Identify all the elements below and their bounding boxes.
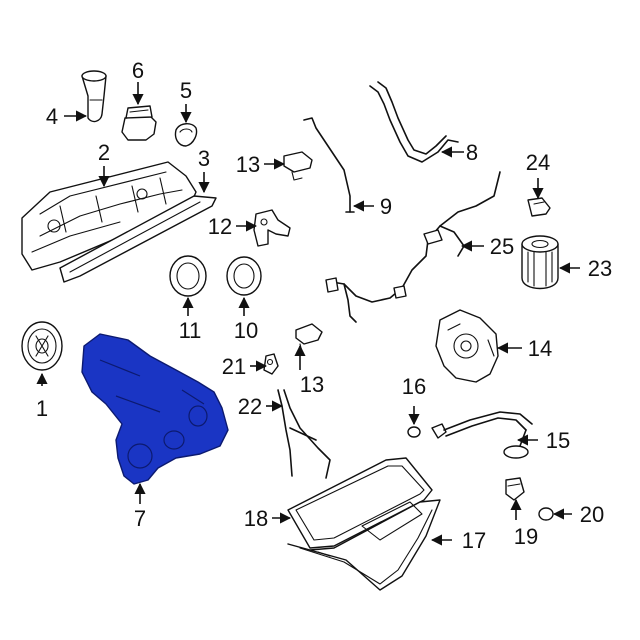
part-5-gasket[interactable] [174,123,198,147]
callout-20: 20 [580,502,604,527]
part-22-dipstick-tube[interactable] [277,389,331,479]
part-20-o-ring[interactable] [538,507,554,521]
part-2-valve-cover[interactable] [21,161,197,271]
part-1-crank-pulley[interactable] [21,321,63,371]
part-14-oil-pump[interactable] [435,309,499,383]
callout-21: 21 [222,354,246,379]
part-4-fill-tube[interactable] [81,70,107,123]
part-19-pressure-switch[interactable] [505,477,525,501]
callout-5: 5 [180,78,192,103]
part-10-seal[interactable] [226,256,262,296]
callout-18: 18 [244,506,268,531]
callout-3: 3 [198,146,210,171]
part-9-dipstick[interactable] [303,117,355,213]
callout-10: 10 [234,318,258,343]
part-25-wiring-harness[interactable] [325,171,501,323]
callout-labels: 1 2 3 4 5 6 7 8 9 10 11 12 13 13 14 15 1… [36,58,612,553]
callout-4: 4 [46,104,58,129]
part-3-valve-cover-gasket[interactable] [59,195,217,283]
callout-23: 23 [588,256,612,281]
part-24-bracket[interactable] [527,197,551,217]
callout-14: 14 [528,336,552,361]
part-7-timing-cover-highlighted[interactable] [81,333,229,485]
callout-6: 6 [132,58,144,83]
callout-19: 19 [514,524,538,549]
callout-25: 25 [490,234,514,259]
part-6-oil-filler-cap[interactable] [121,105,157,141]
part-13-upper-sensor[interactable] [283,151,313,181]
callout-24: 24 [526,150,550,175]
part-16-plug[interactable] [407,426,421,438]
part-11-seal[interactable] [169,255,207,297]
callout-1: 1 [36,396,48,421]
part-15-pickup-tube[interactable] [431,411,533,459]
part-17-oil-pan[interactable] [287,499,441,591]
part-23-oil-filter[interactable] [521,235,559,290]
callout-13-lower: 13 [300,372,324,397]
callout-15: 15 [546,428,570,453]
callout-22: 22 [238,394,262,419]
part-21-fitting[interactable] [263,353,279,375]
callout-13-upper: 13 [236,152,260,177]
callout-2: 2 [98,140,110,165]
part-12-water-outlet[interactable] [253,209,291,247]
part-8-tube[interactable] [369,81,459,163]
part-18-oil-pan-gasket[interactable] [287,457,433,549]
callout-7: 7 [134,506,146,531]
leader-lines [36,82,580,546]
callout-11: 11 [179,318,202,343]
callout-17: 17 [462,528,486,553]
callout-16: 16 [402,374,426,399]
callout-12: 12 [208,214,232,239]
callout-9: 9 [380,194,392,219]
callout-8: 8 [466,140,478,165]
